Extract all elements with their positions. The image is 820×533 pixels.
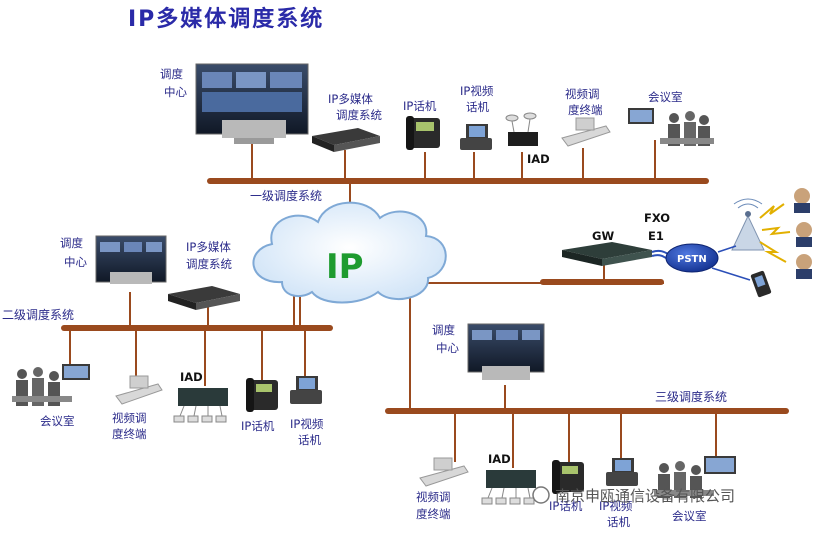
watermark: 南京申瓯通信设备有限公司 — [532, 486, 735, 505]
level2-video-terminal — [115, 375, 163, 405]
pstn-cloud: PSTN — [665, 243, 719, 273]
gateway-device — [562, 242, 652, 266]
level3-video-terminal-label-2: 度终端 — [416, 507, 451, 521]
level3-dispatch-center-label-1: 调度 — [432, 323, 455, 337]
cell-tower-icon — [731, 198, 765, 251]
level2-ip-phone-label: IP话机 — [241, 419, 275, 433]
level3-iad — [481, 470, 536, 505]
level1-ip-phone-label: IP话机 — [403, 99, 437, 113]
level3-ip-video-phone-label-1: IP视频 — [599, 499, 633, 513]
level2-ip-video-phone — [290, 376, 322, 404]
level3-bus-label: 三级调度系统 — [655, 389, 727, 404]
level1-meeting-room-label: 会议室 — [648, 90, 683, 104]
level1-ip-system-server — [312, 128, 380, 152]
level2-iad — [173, 388, 228, 423]
level1-meeting-room — [628, 108, 714, 146]
level2-meeting-room — [12, 364, 90, 406]
level2-bus — [61, 292, 333, 386]
mobile-user-icon — [794, 188, 810, 213]
level3-meeting-room-label: 会议室 — [672, 509, 707, 523]
level2-dispatch-center-label-2: 中心 — [64, 255, 87, 269]
level2-dispatch-center — [95, 235, 167, 284]
level2-video-terminal-label-1: 视频调 — [112, 411, 147, 425]
level1-ip-phone — [406, 116, 440, 150]
level3-iad-label: IAD — [488, 452, 511, 466]
level1-iad — [505, 112, 538, 146]
mobile-user-icon — [796, 222, 812, 247]
level2-ip-video-phone-label-1: IP视频 — [290, 417, 324, 431]
level1-dispatch-center-label-1: 调度 — [160, 67, 183, 81]
mobile-user-icon — [796, 254, 812, 279]
level1-ip-system-label-2: 调度系统 — [336, 108, 382, 122]
fxo-label: FXO — [644, 211, 670, 225]
level1-video-terminal-label-1: 视频调 — [565, 87, 600, 101]
mobile-phone-icon — [750, 270, 772, 298]
level1-ip-video-phone-label-1: IP视频 — [460, 84, 494, 98]
level2-ip-system-server — [168, 286, 240, 310]
e1-label: E1 — [648, 229, 664, 243]
level2-ip-phone — [246, 378, 278, 412]
watermark-text: 南京申瓯通信设备有限公司 — [555, 487, 735, 505]
level1-ip-video-phone — [460, 124, 492, 150]
level2-ip-video-phone-label-2: 话机 — [298, 433, 321, 447]
level3-bus — [385, 290, 789, 468]
level3-video-terminal-label-1: 视频调 — [416, 490, 451, 504]
level1-ip-system-label-1: IP多媒体 — [328, 92, 373, 106]
level2-dispatch-center-label-1: 调度 — [60, 236, 83, 250]
level1-bus-label: 一级调度系统 — [250, 188, 322, 203]
level1-video-terminal-label-2: 度终端 — [568, 103, 603, 117]
level2-meeting-room-label: 会议室 — [40, 414, 75, 428]
level2-bus-label: 二级调度系统 — [2, 307, 74, 322]
level1-ip-video-phone-label-2: 话机 — [466, 100, 489, 114]
level3-dispatch-center — [467, 323, 545, 380]
pstn-label: PSTN — [677, 254, 707, 265]
level1-iad-label: IAD — [527, 152, 550, 166]
ip-cloud: IP — [252, 201, 447, 304]
level2-video-terminal-label-2: 度终端 — [112, 427, 147, 441]
level1-video-terminal — [561, 117, 611, 147]
level3-ip-video-phone-label-2: 话机 — [607, 515, 630, 529]
level3-meeting-room — [654, 456, 736, 498]
gateway-label: GW — [592, 229, 614, 243]
level3-ip-video-phone — [606, 458, 638, 486]
level2-ip-system-label-2: 调度系统 — [186, 257, 232, 271]
level1-dispatch-center — [195, 63, 309, 144]
level3-dispatch-center-label-2: 中心 — [436, 341, 459, 355]
level1-dispatch-center-label-2: 中心 — [164, 85, 187, 99]
level2-ip-system-label-1: IP多媒体 — [186, 240, 231, 254]
level3-video-terminal — [419, 457, 469, 487]
level3-ip-phone — [552, 460, 584, 494]
level2-iad-label: IAD — [180, 370, 203, 384]
wechat-icon — [532, 486, 550, 504]
level3-ip-phone-label: IP话机 — [549, 499, 583, 513]
ip-cloud-label: IP — [326, 247, 364, 287]
diagram-title: IP多媒体调度系统 — [128, 6, 324, 32]
